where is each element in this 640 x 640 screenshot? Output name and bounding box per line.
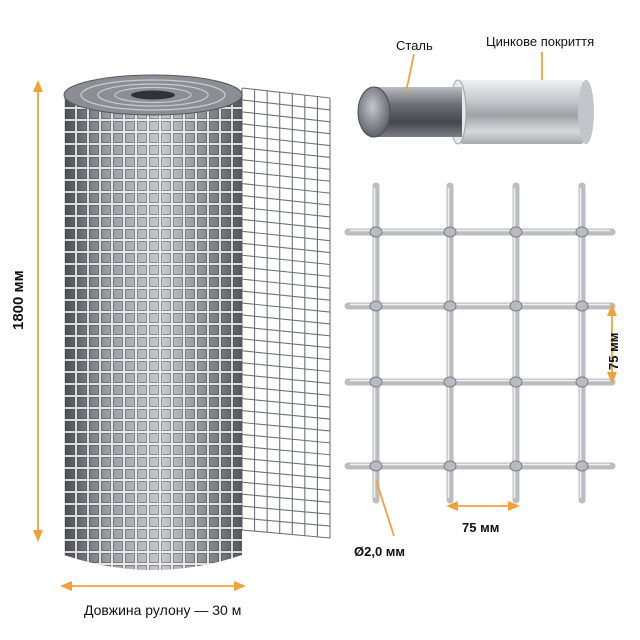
steel-label: Сталь (396, 38, 433, 53)
unrolled-mesh-sheet (241, 87, 331, 539)
cell-width-label: 75 мм (462, 520, 500, 535)
roll-mesh-texture (64, 95, 242, 570)
zinc-coating-label: Цинкове покриття (486, 34, 595, 49)
wire-diameter-label: Ø2,0 мм (354, 544, 406, 559)
height-dimension (33, 80, 43, 542)
cell-height-label: 75 мм (606, 332, 621, 370)
roll-length-label: Довжина рулону — 30 м (84, 602, 242, 618)
mesh-detail (344, 182, 616, 504)
cell-height-dimension (607, 304, 617, 384)
height-label: 1800 мм (10, 270, 27, 330)
zinc-coating-layer (458, 80, 586, 144)
wire-diameter-leader (375, 479, 395, 537)
mesh-roll (63, 74, 331, 570)
cell-width-dimension (446, 501, 520, 511)
wire-cross-section (357, 52, 594, 145)
steel-core-end (357, 86, 391, 138)
roll-length-dimension (60, 581, 246, 591)
